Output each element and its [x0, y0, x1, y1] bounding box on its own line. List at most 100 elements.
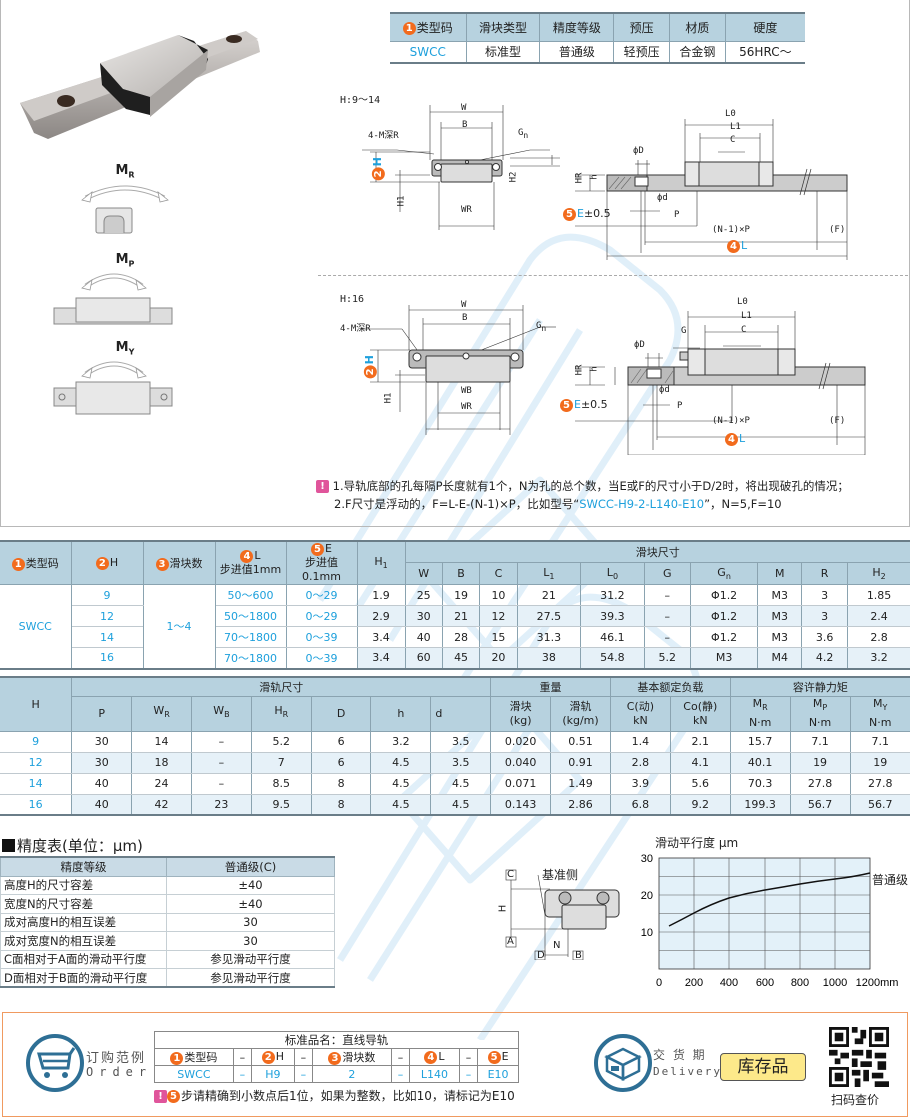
t2-header-P: P [71, 695, 133, 732]
t2-cell-weight-rail: 2.86 [550, 794, 611, 816]
qr-code-icon[interactable] [829, 1027, 889, 1087]
t2-cell-h: 3.2 [370, 731, 432, 753]
t2-cell-MP: 27.8 [789, 773, 851, 795]
t2-cell-HR: 8.5 [250, 773, 312, 795]
t2-cell-H: 16 [0, 794, 73, 816]
t1-cell-L0: 46.1 [580, 626, 645, 648]
t1-cell-B: 19 [441, 584, 481, 606]
accuracy-table: 精度等级 普通级(C) 高度H的尺寸容差±40 宽度N的尺寸容差±40 成对高度… [0, 856, 335, 988]
spec-header-hardness: 硬度 [724, 12, 805, 42]
spec-header-block-type: 滑块类型 [465, 12, 541, 42]
moment-mr-diagram [81, 185, 169, 234]
dim-G: G [681, 326, 687, 336]
x-tick-600: 600 [756, 977, 774, 989]
t1-cell-G: – [643, 584, 691, 606]
t1-cell-H2: 3.2 [847, 647, 910, 669]
dim-F-16: (F) [829, 416, 846, 426]
reference-side-diagram [505, 869, 620, 960]
rail-dimension-table: H 滑轨尺寸 重量 基本额定负载 容许静力矩 P WR WB HR D h d … [0, 676, 910, 816]
acc-header-normal: 普通级(C) [166, 856, 335, 877]
t2-header-moment: 容许静力矩 [729, 676, 910, 697]
t2-cell-h: 4.5 [370, 773, 432, 795]
t1-cell-C: 12 [479, 605, 518, 627]
acc-label: D面相对于B面的滑动平行度 [0, 968, 167, 988]
acc-value: 30 [166, 931, 335, 951]
dim-C: C [730, 135, 736, 145]
stock-badge: 库存品 [720, 1053, 806, 1081]
t2-cell-H: 12 [0, 752, 73, 774]
t2-header-HR: HR [250, 695, 312, 732]
table-row: SWCC 9 1～4 50～600 0～29 1.9 25 19 10 21 3… [0, 584, 910, 669]
t1-cell-H2: 1.85 [847, 584, 910, 606]
x-tick-1000: 1000 [823, 977, 847, 989]
order-label: 订购范例 [86, 1051, 147, 1066]
t1-cell-H1: 2.9 [356, 605, 406, 627]
acc-label: C面相对于A面的滑动平行度 [0, 949, 167, 969]
t2-cell-D: 8 [310, 794, 372, 816]
spec-header-preload: 预压 [613, 12, 670, 42]
t1-cell-E: 0～29 [285, 605, 358, 627]
dim-L1-16: L1 [741, 311, 752, 321]
divider [318, 275, 908, 276]
t1-cell-R: 3 [801, 605, 849, 627]
dim-phid-16: ϕd [659, 385, 670, 395]
delivery-label: 交 货 期 [653, 1048, 707, 1062]
t1-cell-L1: 21 [516, 584, 582, 606]
spec-type-code: SWCC [390, 41, 467, 64]
t2-cell-h: 4.5 [370, 752, 432, 774]
t2-cell-C: 1.4 [609, 731, 671, 753]
acc-label: 成对高度H的相互误差 [0, 912, 167, 932]
t1-cell-E: 0～39 [285, 647, 358, 669]
t1-header-H1: H1 [356, 540, 406, 585]
t2-header-h: h [370, 695, 432, 732]
shopping-cart-icon [26, 1034, 84, 1092]
t2-cell-weight-block: 0.040 [490, 752, 552, 774]
dim-h-16: h [589, 366, 600, 372]
t1-cell-L: 70～1800 [214, 626, 287, 648]
dim-L1: L1 [730, 122, 741, 132]
accuracy-title: 精度表(单位：μm) [2, 835, 143, 856]
t1-type-code: SWCC [0, 584, 72, 669]
product-photo [20, 31, 260, 139]
drawing-bottom-side-view [575, 311, 866, 455]
t1-cell-H: 12 [71, 605, 144, 627]
t1-header-H2: H2 [847, 562, 910, 585]
moment-mp-label: MP [115, 252, 135, 269]
t2-header-C-dyn: C(动)kN [609, 695, 671, 732]
t1-cell-C: 15 [479, 626, 518, 648]
moment-mp-diagram [53, 273, 173, 325]
dim-WR: WR [461, 205, 472, 215]
t1-header-L0: L0 [580, 562, 645, 585]
t1-cell-Gn: Φ1.2 [689, 605, 759, 627]
t1-cell-L0: 31.2 [580, 584, 645, 606]
warning-icon: ! [316, 480, 329, 493]
t2-cell-MY: 7.1 [849, 731, 910, 753]
t2-cell-MP: 56.7 [789, 794, 851, 816]
t2-cell-WR: 24 [131, 773, 192, 795]
spec-preload: 轻预压 [613, 41, 670, 64]
t2-cell-C: 2.8 [609, 752, 671, 774]
t1-cell-G: 5.2 [643, 647, 691, 669]
t2-cell-MY: 56.7 [849, 794, 910, 816]
t1-cell-H2: 2.8 [847, 626, 910, 648]
t1-cell-M: M4 [757, 647, 803, 669]
t2-cell-C0: 2.1 [669, 731, 731, 753]
drawing-top-range-label: H:9～14 [340, 95, 381, 106]
table-row: 16 40 42 23 9.5 8 4.5 4.5 0.143 2.86 6.8… [0, 794, 910, 816]
ref-face-C: C [507, 869, 514, 880]
t1-cell-L1: 38 [516, 647, 582, 669]
note-line-2: 2.F尺寸是浮动的，F=L-E-(N-1)×P，比如型号“SWCC-H9-2-L… [334, 497, 782, 511]
t2-cell-MY: 27.8 [849, 773, 910, 795]
dim-C-16: C [741, 325, 747, 335]
t1-cell-B: 21 [441, 605, 481, 627]
sliding-parallelism-chart: 30 20 10 0 200 400 600 800 1000 1200mm [641, 853, 899, 989]
t1-cell-B: 28 [441, 626, 481, 648]
t2-cell-MP: 19 [789, 752, 851, 774]
acc-value: 参见滑动平行度 [166, 949, 335, 969]
